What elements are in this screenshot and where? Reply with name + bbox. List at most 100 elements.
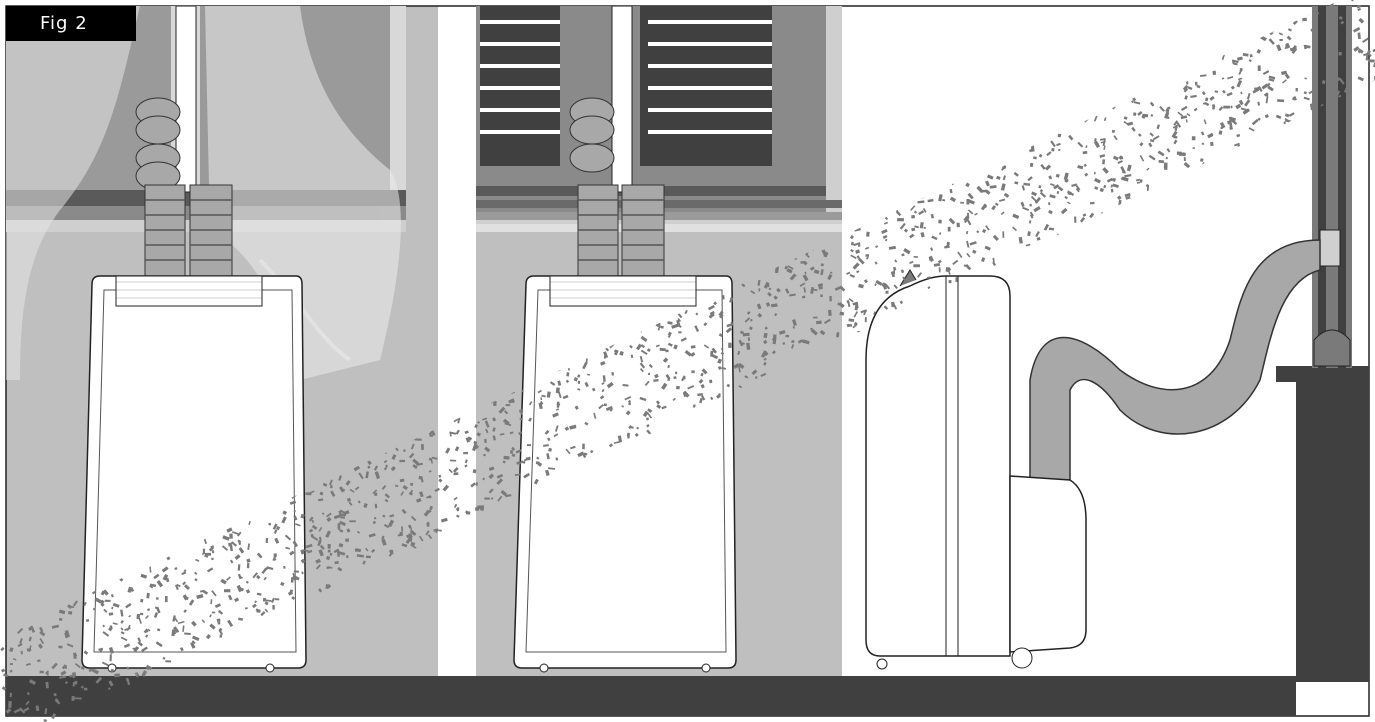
air-particle: [399, 460, 405, 463]
air-particle: [948, 280, 951, 283]
air-particle: [274, 553, 277, 557]
air-particle: [338, 526, 340, 530]
air-particle: [986, 247, 988, 249]
air-particle: [938, 220, 942, 224]
air-particle: [1296, 88, 1298, 91]
air-particle: [743, 333, 750, 337]
air-particle: [891, 302, 895, 307]
air-particle: [429, 458, 432, 461]
air-particle: [1231, 106, 1233, 108]
air-particle: [426, 524, 429, 527]
air-particle: [866, 254, 870, 257]
wall-divider-left: [438, 6, 476, 676]
air-particle: [923, 227, 925, 229]
air-particle: [349, 520, 356, 522]
air-particle: [948, 227, 951, 232]
air-particle: [1051, 148, 1054, 151]
air-particle: [71, 696, 74, 701]
air-particle: [791, 340, 794, 343]
air-particle: [1120, 157, 1123, 160]
air-particle: [217, 619, 221, 622]
air-particle: [110, 654, 112, 661]
air-particle: [829, 296, 831, 302]
air-particle: [1338, 52, 1341, 56]
air-particle: [1164, 163, 1168, 169]
air-particle: [526, 457, 531, 460]
air-particle: [165, 660, 171, 662]
air-particle: [813, 317, 818, 319]
air-particle: [511, 401, 515, 403]
air-particle: [914, 256, 918, 258]
air-particle: [506, 404, 511, 406]
air-particle: [325, 584, 329, 589]
air-particle: [582, 444, 585, 450]
air-particle: [728, 343, 731, 348]
air-particle: [503, 456, 509, 460]
air-particle: [1147, 185, 1149, 191]
air-particle: [484, 498, 489, 500]
air-particle: [275, 598, 279, 600]
air-particle: [212, 612, 215, 614]
air-particle: [1279, 39, 1283, 41]
air-particle: [156, 597, 159, 599]
air-particle: [212, 550, 214, 553]
air-particle: [966, 199, 969, 205]
air-particle: [140, 599, 143, 603]
air-particle: [678, 331, 681, 333]
air-particle: [858, 244, 860, 246]
air-particle: [340, 513, 346, 516]
air-particle: [382, 515, 385, 518]
air-particle: [566, 372, 569, 376]
air-particle: [340, 516, 345, 519]
air-particle: [587, 374, 590, 376]
air-particle: [294, 570, 299, 572]
portable-air-conditioner-icon: [82, 276, 306, 672]
air-particle: [801, 261, 806, 264]
air-particle: [484, 439, 487, 443]
air-particle: [709, 380, 712, 384]
air-particle: [960, 202, 964, 204]
air-particle: [272, 605, 274, 610]
air-particle: [1094, 172, 1096, 175]
air-particle: [109, 612, 114, 615]
air-particle: [44, 719, 47, 722]
air-particle: [450, 460, 456, 462]
air-particle: [793, 326, 795, 328]
air-particle: [1133, 112, 1136, 116]
air-particle: [1168, 117, 1170, 120]
air-particle: [1074, 217, 1076, 223]
air-particle: [604, 403, 607, 406]
air-particle: [330, 485, 333, 488]
air-particle: [65, 634, 68, 638]
air-particle: [105, 600, 111, 602]
air-particle: [81, 666, 84, 669]
air-particle: [848, 324, 852, 327]
air-particle: [1030, 204, 1032, 207]
air-particle: [1333, 19, 1337, 22]
air-particle: [750, 319, 752, 321]
air-particle: [1277, 99, 1284, 102]
air-particle: [847, 300, 850, 303]
air-particle: [8, 701, 12, 708]
air-particle: [755, 376, 757, 378]
air-particle: [224, 589, 230, 592]
air-particle: [1195, 82, 1198, 86]
air-particle: [527, 444, 531, 446]
air-particle: [75, 697, 82, 699]
air-particle: [328, 550, 331, 553]
air-particle: [669, 322, 672, 325]
air-particle: [263, 598, 266, 602]
air-particle: [211, 558, 213, 561]
air-particle: [457, 507, 460, 511]
air-particle: [1223, 106, 1230, 109]
air-particle: [40, 671, 44, 674]
air-particle: [1186, 81, 1188, 84]
air-particle: [665, 350, 668, 353]
floor: [6, 676, 1296, 716]
air-particle: [410, 528, 412, 531]
air-particle: [1140, 179, 1143, 183]
air-particle: [268, 523, 271, 526]
air-particle: [676, 386, 680, 390]
air-particle: [463, 452, 468, 454]
